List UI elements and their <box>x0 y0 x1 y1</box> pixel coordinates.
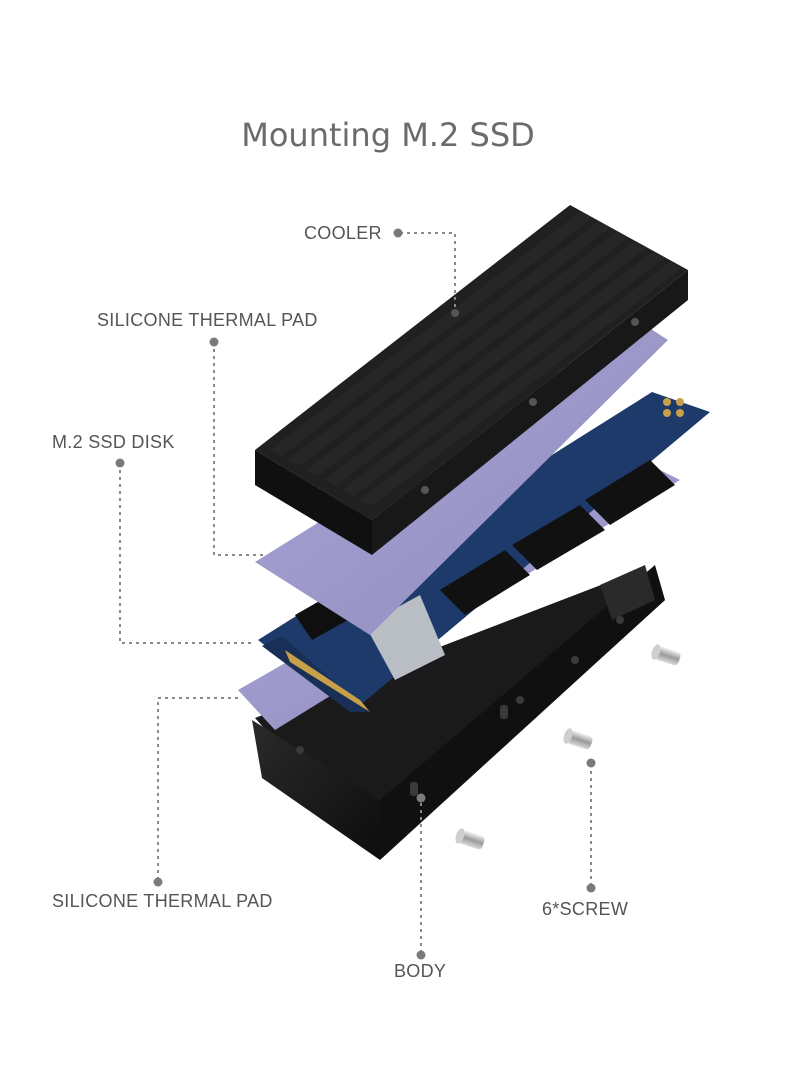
label-body: BODY <box>394 961 447 981</box>
label-bottom-thermal-pad: SILICONE THERMAL PAD <box>52 891 273 911</box>
leader-dots <box>115 228 596 960</box>
label-screw: 6*SCREW <box>542 899 629 919</box>
label-m2-ssd-disk: M.2 SSD DISK <box>52 432 175 452</box>
screw-icon <box>563 728 593 750</box>
enclosure-body <box>252 565 665 860</box>
screw-icon <box>455 828 485 850</box>
heatsink-cooler <box>255 205 688 555</box>
label-top-thermal-pad: SILICONE THERMAL PAD <box>97 310 318 330</box>
screw-icon <box>651 644 681 666</box>
label-cooler: COOLER <box>304 223 382 243</box>
page-title: Mounting M.2 SSD <box>241 116 535 154</box>
leader-lines <box>119 232 592 953</box>
